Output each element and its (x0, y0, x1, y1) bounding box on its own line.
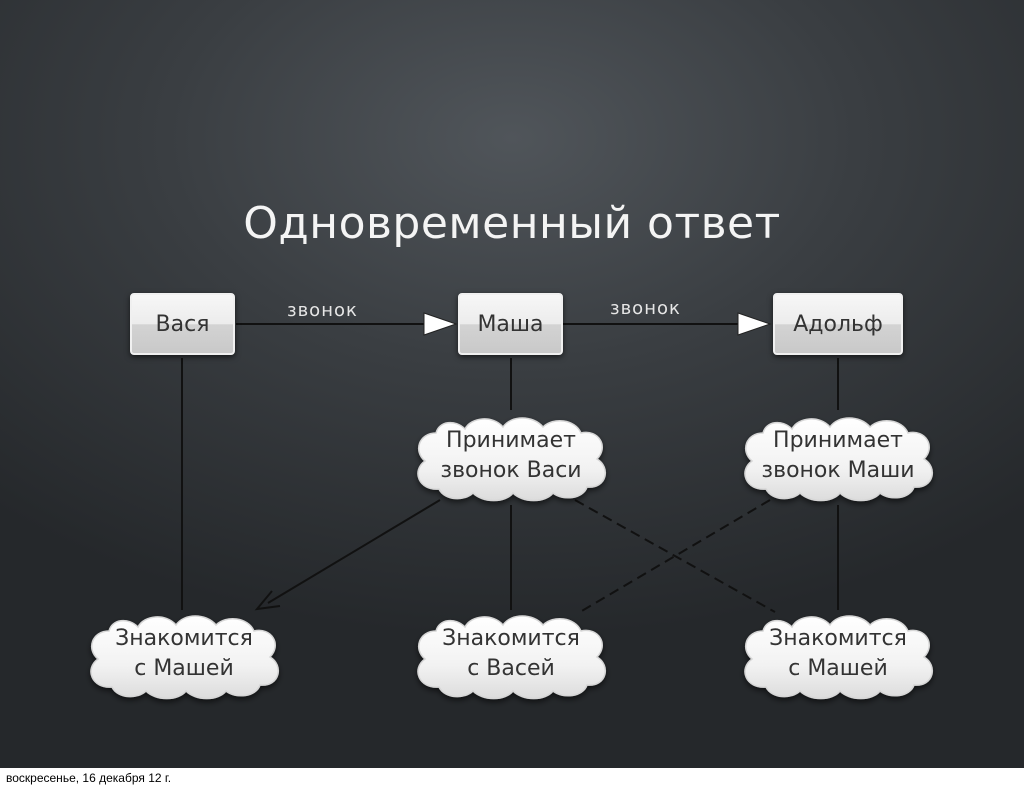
cloud-line: Знакомится (769, 626, 907, 651)
node-adolf-label: Адольф (793, 311, 883, 337)
node-vasya: Вася (130, 293, 235, 355)
call-arrow-1-head (423, 312, 458, 336)
cloud-masha-accepts-text: Принимает звонок Васи (411, 424, 611, 488)
cloud-line: Знакомится (442, 626, 580, 651)
dashed-line-masha-adolf (574, 499, 776, 613)
node-masha-label: Маша (477, 311, 544, 337)
slide: Одновременный ответ (0, 0, 1024, 768)
cloud-line: звонок Маши (761, 458, 915, 483)
diagram-canvas (90, 312, 934, 700)
cloud-adolf-accepts-text: Принимает звонок Маши (738, 424, 938, 488)
edge-label-call-2: звонок (610, 298, 681, 319)
cloud-masha-meets-text: Знакомится с Васей (411, 622, 611, 686)
cloud-line: Принимает (773, 428, 903, 453)
cloud-line: с Машей (788, 656, 888, 681)
slide-title: Одновременный ответ (243, 198, 781, 249)
edge-label-call-1: звонок (287, 300, 358, 321)
cloud-adolf-meets-text: Знакомится с Машей (738, 622, 938, 686)
footer-date: воскресенье, 16 декабря 12 г. (0, 768, 1024, 788)
cloud-vasya-meets-text: Знакомится с Машей (84, 622, 284, 686)
node-adolf: Адольф (773, 293, 903, 355)
cloud-line: с Машей (134, 656, 234, 681)
node-masha: Маша (458, 293, 563, 355)
masha-to-vasya-arrow (267, 499, 441, 604)
cloud-line: звонок Васи (440, 458, 582, 483)
call-arrow-2-head (737, 312, 772, 336)
cloud-line: Знакомится (115, 626, 253, 651)
dashed-line-adolf-masha (579, 499, 771, 613)
cloud-line: Принимает (446, 428, 576, 453)
cloud-line: с Васей (467, 656, 555, 681)
node-vasya-label: Вася (155, 311, 210, 337)
